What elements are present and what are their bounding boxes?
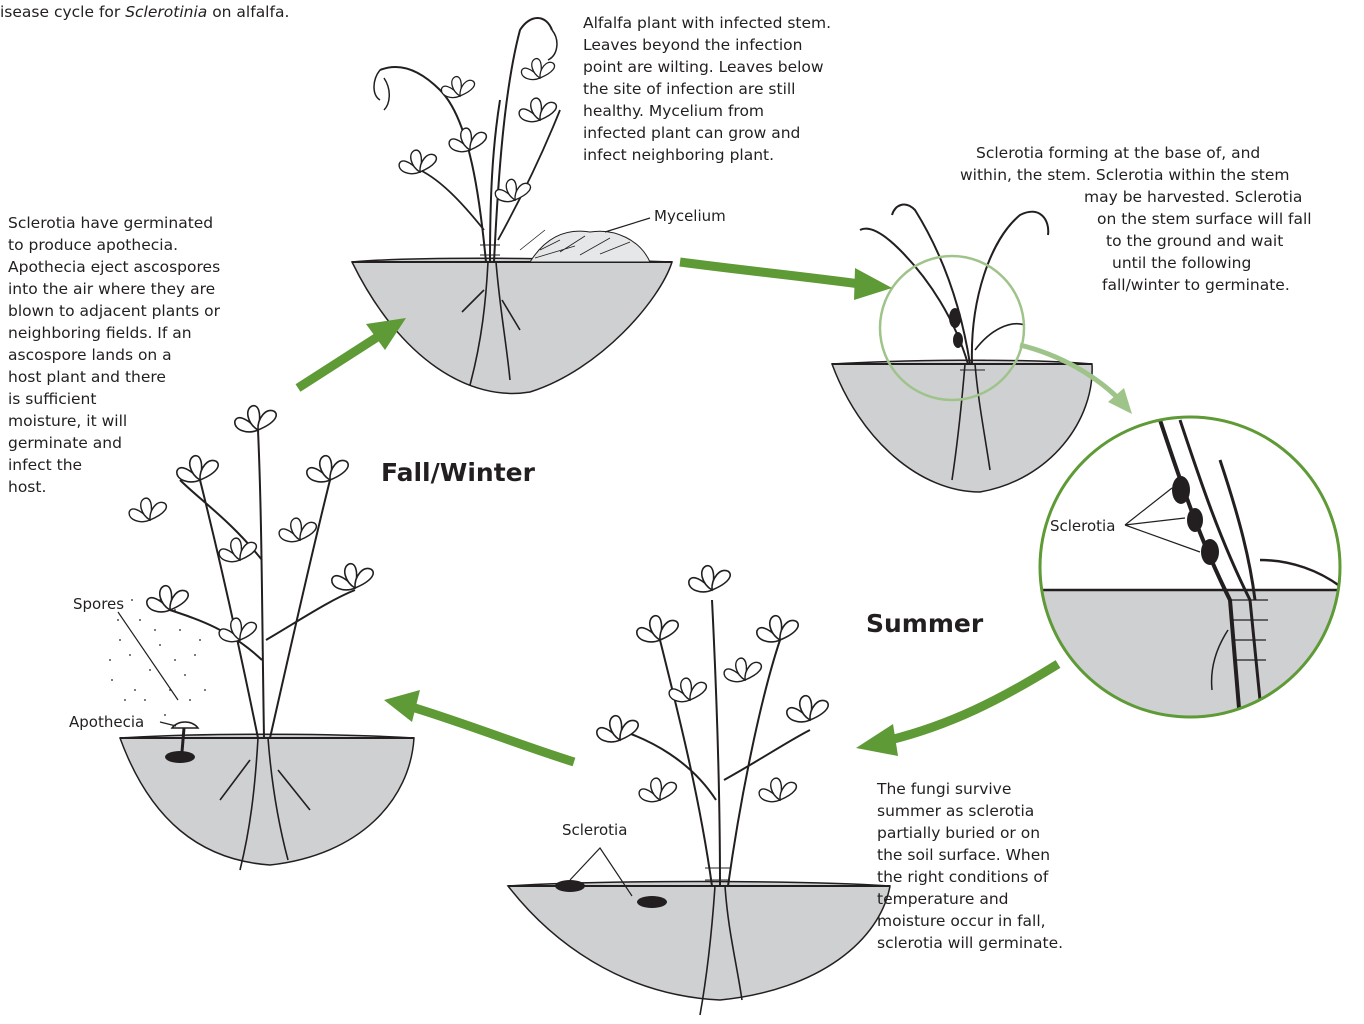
caption-pathogen: Sclerotinia [125, 3, 207, 21]
sclerotium-apothecium-base [165, 751, 195, 763]
caption-suffix: on alfalfa. [207, 3, 289, 21]
description-line: host plant and there [8, 366, 220, 388]
mycelium-leader-line [605, 218, 650, 232]
caption-prefix: isease cycle for [0, 3, 125, 21]
sclerotium-2 [637, 896, 667, 908]
arrow-left-to-top [298, 318, 406, 388]
description-line: Sclerotia have germinated [8, 212, 220, 234]
description-line: ascospore lands on a [8, 344, 220, 366]
description-line: Leaves beyond the infection [583, 34, 831, 56]
season-label-summer: Summer [866, 609, 983, 638]
arrow-zoom-to-bottom [856, 664, 1058, 756]
description-line: fall/winter to germinate. [960, 274, 1360, 296]
description-line: moisture occur in fall, [877, 910, 1063, 932]
description-line: infect the [8, 454, 220, 476]
description-line: temperature and [877, 888, 1063, 910]
season-label-fall-winter: Fall/Winter [381, 458, 535, 487]
sclerotia-forming-description: Sclerotia forming at the base of, and wi… [960, 142, 1360, 296]
description-line: is sufficient [8, 388, 220, 410]
apothecia-description: Sclerotia have germinated to produce apo… [8, 212, 220, 498]
description-line: to the ground and wait [960, 230, 1360, 252]
description-line: until the following [960, 252, 1360, 274]
description-line: into the air where they are [8, 278, 220, 300]
soil-mound-right [832, 360, 1092, 492]
description-line: healthy. Mycelium from [583, 100, 831, 122]
label-sclerotia-ground: Sclerotia [562, 819, 627, 841]
label-apothecia: Apothecia [69, 711, 144, 733]
description-line: blown to adjacent plants or [8, 300, 220, 322]
description-line: the site of infection are still [583, 78, 831, 100]
description-line: host. [8, 476, 220, 498]
description-line: Apothecia eject ascospores [8, 256, 220, 278]
label-mycelium: Mycelium [654, 205, 726, 227]
description-line: sclerotia will germinate. [877, 932, 1063, 954]
summer-plant-illustration [508, 566, 890, 1015]
description-line: the soil surface. When [877, 844, 1063, 866]
description-line: moisture, it will [8, 410, 220, 432]
description-line: on the stem surface will fall [960, 208, 1360, 230]
spores-leader-line [118, 612, 178, 700]
description-line: Alfalfa plant with infected stem. [583, 12, 831, 34]
description-line: may be harvested. Sclerotia [960, 186, 1360, 208]
description-line: Sclerotia forming at the base of, and [960, 142, 1360, 164]
zoomed-stem-illustration [1030, 417, 1360, 790]
description-line: infected plant can grow and [583, 122, 831, 144]
infected-plant-description: Alfalfa plant with infected stem. Leaves… [583, 12, 831, 166]
description-line: infect neighboring plant. [583, 144, 831, 166]
label-sclerotia-zoom: Sclerotia [1050, 515, 1115, 537]
apothecia-leader-line [160, 722, 176, 726]
description-line: germinate and [8, 432, 220, 454]
summer-survival-description: The fungi survive summer as sclerotia pa… [877, 778, 1063, 954]
soil-mound-bottom [508, 882, 890, 1001]
apothecium-cup [172, 722, 198, 728]
soil-mound-left [120, 734, 414, 865]
description-line: within, the stem. Sclerotia within the s… [960, 164, 1360, 186]
label-spores: Spores [73, 593, 124, 615]
description-line: summer as sclerotia [877, 800, 1063, 822]
description-line: the right conditions of [877, 866, 1063, 888]
figure-caption: isease cycle for Sclerotinia on alfalfa. [0, 1, 289, 23]
description-line: partially buried or on [877, 822, 1063, 844]
description-line: neighboring fields. If an [8, 322, 220, 344]
sclerotium-1 [555, 880, 585, 892]
description-line: to produce apothecia. [8, 234, 220, 256]
description-line: The fungi survive [877, 778, 1063, 800]
description-line: point are wilting. Leaves below [583, 56, 831, 78]
arrow-top-to-right [680, 262, 892, 300]
